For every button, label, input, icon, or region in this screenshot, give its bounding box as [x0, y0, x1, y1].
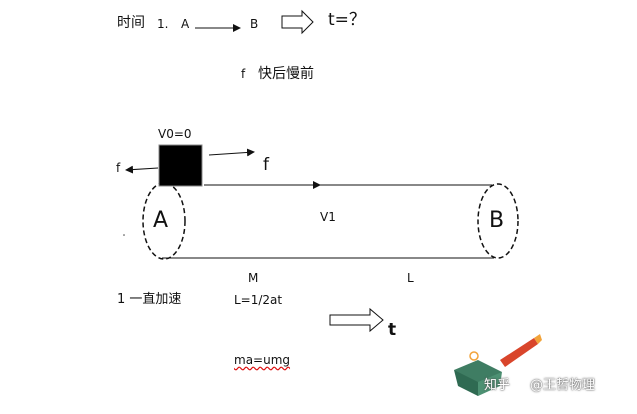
- step-number: 1.: [157, 17, 169, 31]
- accel-note: 1 一直加速: [117, 292, 182, 307]
- pulley-a: [142, 182, 186, 260]
- point-b-label: B: [250, 17, 259, 31]
- friction-left-arrow: [125, 165, 159, 174]
- zhihu-logo-icon: [454, 334, 542, 396]
- hollow-arrow-top: [281, 9, 314, 35]
- pulley-a-label: A: [153, 208, 169, 233]
- time-question: t=？: [328, 10, 366, 30]
- pulley-b-label: B: [489, 208, 505, 233]
- stray-dot: [123, 234, 125, 236]
- friction-f-label: f: [241, 67, 246, 81]
- length-formula: L=1/2at: [234, 293, 283, 307]
- point-a-label: A: [181, 17, 190, 31]
- mass-label: M: [248, 271, 259, 285]
- belt-velocity-label: V1: [320, 210, 336, 224]
- watermark-author: @王哲物理: [530, 378, 596, 393]
- motion-right-arrow: [208, 148, 255, 157]
- time-result-label: t: [388, 320, 397, 340]
- friction-rule-text: 快后慢前: [258, 66, 314, 82]
- block: [158, 144, 203, 187]
- friction-right-label: f: [263, 155, 269, 175]
- watermark-site: 知乎: [484, 378, 511, 393]
- force-formula: ma=umg: [234, 353, 291, 367]
- initial-velocity-label: V0=0: [158, 127, 192, 141]
- time-label: 时间: [117, 15, 145, 31]
- hollow-arrow-bottom: [329, 307, 384, 333]
- friction-left-label: f: [116, 161, 121, 175]
- length-label: L: [407, 271, 414, 285]
- pulley-b: [477, 183, 519, 259]
